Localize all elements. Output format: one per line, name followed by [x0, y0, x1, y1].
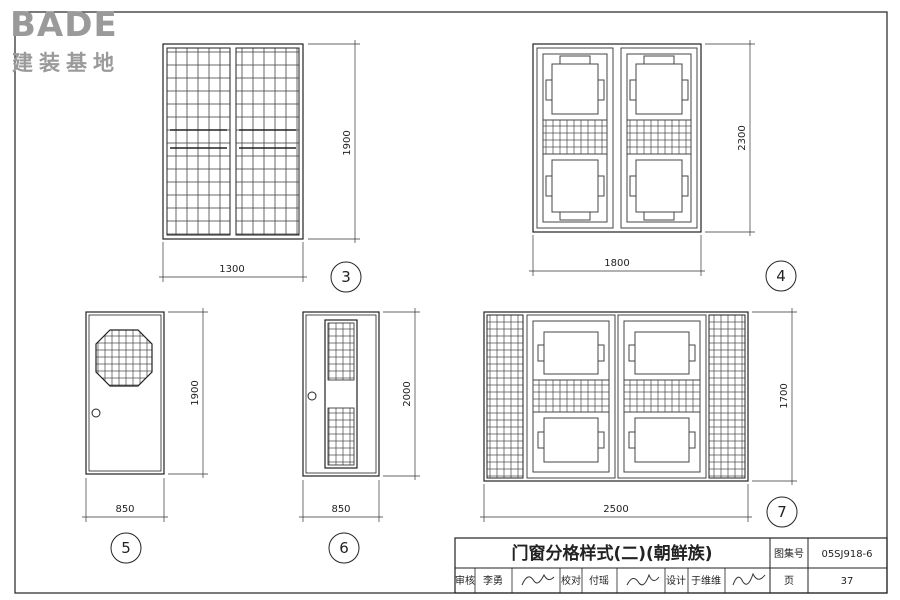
drawing-7-number: 7 — [777, 503, 787, 521]
reviewer-signature — [521, 573, 555, 586]
door-6-handle — [307, 391, 317, 401]
partition-7-width-label: 2500 — [603, 504, 628, 515]
logo-subtitle: 建装基地 — [12, 51, 120, 75]
drawing-6-marker — [328, 532, 360, 564]
partition-7-height-label: 1700 — [779, 383, 790, 408]
door-5-width-label: 850 — [115, 504, 134, 515]
drawing-3-marker — [330, 261, 362, 293]
partition-7-leaf-right — [617, 314, 707, 479]
bade-logo: BADE 建装基地 — [10, 5, 120, 75]
checker-name: 付瑶 — [589, 574, 609, 587]
door-6-height-label: 2000 — [402, 381, 413, 406]
door-4-frame — [532, 43, 702, 233]
partition-7-side-left — [486, 314, 524, 479]
checker-signature — [626, 573, 660, 586]
review-label: 审核 — [455, 574, 475, 587]
drawing-4: 2300 1800 4 — [529, 40, 797, 292]
atlas-number: 05SJ918-6 — [821, 549, 872, 560]
door-6-width-label: 850 — [331, 504, 350, 515]
door-5-handle — [91, 408, 101, 418]
designer-signature — [732, 572, 766, 586]
atlas-number-label: 图集号 — [774, 547, 804, 560]
drawing-7: 1700 2500 7 — [480, 308, 798, 528]
door-3-height-label: 1900 — [342, 130, 353, 155]
partition-7-frame — [483, 311, 749, 482]
door-4-leaf-left — [536, 47, 614, 229]
door-3-leaf-right — [235, 47, 300, 236]
drawing-5: 1900 850 5 — [82, 308, 208, 564]
drawing-5-marker — [110, 532, 142, 564]
octagon-lattice-window — [95, 329, 153, 387]
partition-7-side-right — [708, 314, 746, 479]
door-5-frame — [85, 311, 165, 475]
logo-brand: BADE — [10, 5, 118, 45]
drawing-4-number: 4 — [776, 267, 786, 285]
door-6-frame — [302, 311, 380, 477]
sheet-border — [14, 11, 888, 594]
door-3-leaf-left — [166, 47, 231, 236]
drawing-5-number: 5 — [121, 539, 131, 557]
drawing-6: 2000 850 6 — [299, 308, 420, 564]
design-label: 设计 — [666, 574, 686, 587]
drawing-3-number: 3 — [341, 268, 351, 286]
drawing-6-number: 6 — [339, 539, 349, 557]
door-3-width-label: 1300 — [219, 264, 244, 275]
drawing-7-marker — [766, 496, 798, 528]
door-5-height-label: 1900 — [190, 380, 201, 405]
door-4-width-label: 1800 — [604, 258, 629, 269]
door-4-height-label: 2300 — [737, 125, 748, 150]
drawing-4-marker — [765, 260, 797, 292]
door-4-leaf-right — [620, 47, 698, 229]
sheet-title: 门窗分格样式(二)(朝鲜族) — [511, 543, 712, 564]
page-number: 37 — [841, 576, 854, 587]
drawing-3: 1900 1300 3 — [159, 40, 362, 293]
check-label: 校对 — [561, 574, 581, 587]
partition-7-leaf-left — [526, 314, 616, 479]
page-label: 页 — [784, 575, 794, 587]
title-block: 门窗分格样式(二)(朝鲜族) 图集号 05SJ918-6 审核 李勇 校对 付瑶… — [454, 537, 888, 594]
door-6-panel — [324, 319, 358, 469]
designer-name: 于维维 — [691, 574, 721, 587]
door-3-frame — [162, 43, 304, 240]
reviewer-name: 李勇 — [483, 574, 503, 587]
